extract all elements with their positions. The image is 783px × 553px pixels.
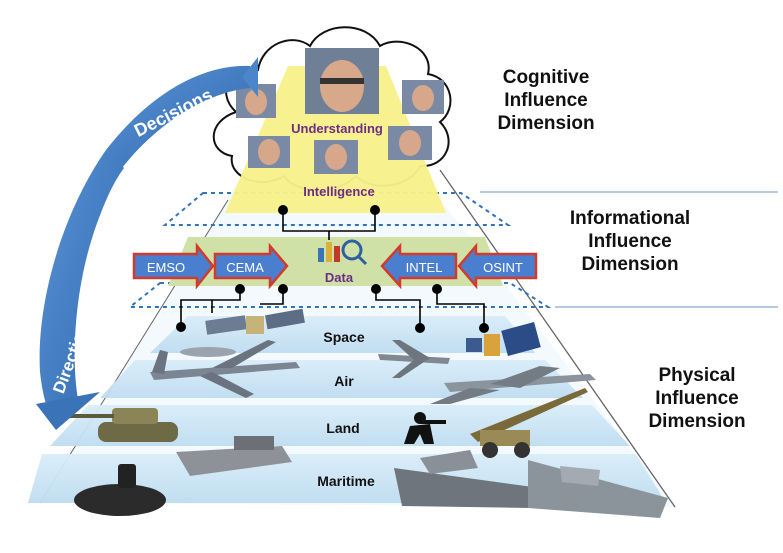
layer-label-maritime: Maritime bbox=[317, 473, 375, 489]
informational-title-line-3: Dimension bbox=[581, 254, 679, 275]
layer-label-space: Space bbox=[323, 329, 364, 345]
connector-dots bbox=[176, 205, 489, 333]
data-chart-icon bbox=[318, 239, 368, 266]
submarine-icon bbox=[74, 464, 166, 516]
arrow-label-cema: CEMA bbox=[226, 260, 264, 275]
drone-icon bbox=[378, 340, 450, 378]
tank-icon bbox=[56, 408, 178, 442]
satellite-right-icon bbox=[466, 322, 541, 356]
artillery-icon bbox=[470, 388, 588, 458]
destroyer-left-icon bbox=[394, 450, 540, 508]
face-top-right-icon bbox=[402, 80, 444, 114]
understanding-label: Understanding bbox=[291, 121, 383, 136]
landing-craft-icon bbox=[176, 436, 292, 476]
data-label: Data bbox=[325, 270, 354, 285]
face-mid-right-icon bbox=[388, 126, 432, 160]
physical-title-line-2: Influence bbox=[655, 388, 739, 409]
cognitive-dimension-title: Cognitive Influence Dimension bbox=[471, 66, 621, 135]
arrow-emso: EMSO bbox=[132, 242, 215, 290]
face-central-icon bbox=[305, 48, 379, 114]
physical-title-line-1: Physical bbox=[658, 365, 736, 386]
arrow-label-emso: EMSO bbox=[147, 260, 185, 275]
informational-title-line-1: Informational bbox=[569, 208, 691, 229]
cognitive-title-line-2: Influence bbox=[504, 90, 588, 111]
satellite-left-icon bbox=[205, 308, 305, 335]
fighter-jet-icon bbox=[430, 366, 596, 404]
arrow-cema: CEMA bbox=[213, 242, 289, 290]
physical-dimension-title: Physical Influence Dimension bbox=[622, 364, 772, 433]
cognitive-yellow-triangle bbox=[225, 66, 446, 213]
cognitive-title-line-3: Dimension bbox=[497, 113, 595, 134]
face-mid-left-icon bbox=[248, 136, 290, 168]
layer-label-air: Air bbox=[334, 373, 354, 389]
cognitive-title-line-1: Cognitive bbox=[502, 67, 590, 88]
awacs-aircraft-icon bbox=[150, 340, 300, 398]
arrow-label-intel: INTEL bbox=[406, 260, 443, 275]
informational-dimension-title: Informational Influence Dimension bbox=[528, 207, 732, 276]
layer-label-land: Land bbox=[326, 420, 359, 436]
arrow-intel: INTEL bbox=[380, 242, 458, 290]
physical-title-line-3: Dimension bbox=[648, 411, 746, 432]
informational-title-line-2: Influence bbox=[588, 231, 672, 252]
arrow-osint: OSINT bbox=[457, 242, 538, 290]
face-mid-center-icon bbox=[314, 140, 358, 174]
connector-lines bbox=[180, 210, 485, 328]
soldier-icon bbox=[404, 412, 446, 444]
intelligence-label: Intelligence bbox=[303, 184, 375, 199]
arrow-label-osint: OSINT bbox=[483, 260, 523, 275]
destroyer-right-icon bbox=[528, 460, 668, 518]
